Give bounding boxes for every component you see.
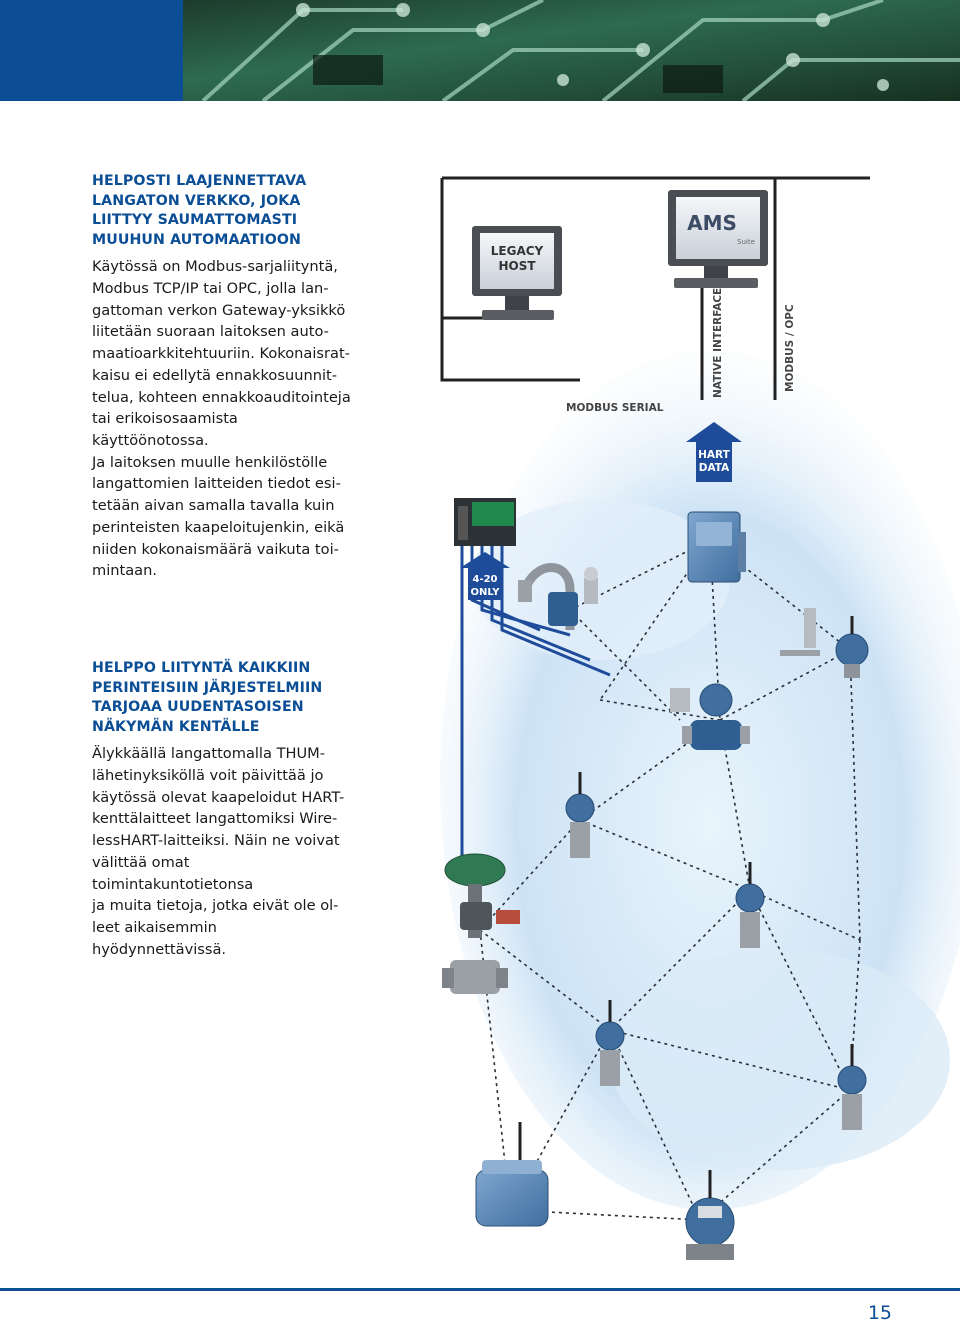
legacy-label-line1: LEGACY xyxy=(491,244,544,258)
section-heading: HELPOSTI LAAJENNETTAVA LANGATON VERKKO, … xyxy=(92,173,307,248)
section-body: Älykkäällä langattomalla THUM- lähetinyk… xyxy=(92,745,345,958)
loop-label-line2: ONLY xyxy=(471,587,501,598)
controller-device xyxy=(454,498,516,546)
hart-label-line1: HART xyxy=(698,449,731,461)
legacy-label-line2: HOST xyxy=(498,259,536,273)
probe-device xyxy=(780,608,820,656)
pressure-transmitter xyxy=(837,1065,867,1130)
loop-label-line1: 4-20 xyxy=(472,574,497,585)
section-wireless-network: HELPOSTI LAAJENNETTAVA LANGATON VERKKO, … xyxy=(92,172,352,582)
ams-suite-text: Suite xyxy=(737,238,755,246)
wireless-adapter-box xyxy=(475,1160,549,1227)
header-banner xyxy=(0,0,960,101)
ams-suite-monitor: AMS Suite xyxy=(668,190,768,288)
circuit-board-photo xyxy=(183,0,960,101)
wireless-network-diagram: LEGACY HOST AMS Suite MODBUS SERIAL NATI… xyxy=(440,176,960,1260)
banner-blue-block xyxy=(0,0,183,101)
section-legacy-integration: HELPPO LIITYNTÄ KAIKKIIN PERINTEISIIN JÄ… xyxy=(92,659,352,960)
hart-label-line2: DATA xyxy=(699,462,730,474)
native-interface-label: NATIVE INTERFACE xyxy=(712,288,724,398)
pressure-transmitter xyxy=(735,883,765,948)
hart-data-arrow: HART DATA xyxy=(686,422,742,482)
legacy-host-monitor: LEGACY HOST xyxy=(472,226,562,320)
pressure-transmitter xyxy=(595,1021,625,1086)
pressure-transmitter xyxy=(565,793,595,858)
ams-logo: AMS xyxy=(687,211,737,235)
section-heading: HELPPO LIITYNTÄ KAIKKIIN PERINTEISIIN JÄ… xyxy=(92,660,323,735)
level-transmitter xyxy=(685,1197,735,1260)
wireless-gateway xyxy=(687,511,746,583)
page-number: 15 xyxy=(867,1302,892,1324)
section-body: Käytössä on Modbus-sarjaliityntä, Modbus… xyxy=(92,258,351,580)
modbus-serial-label: MODBUS SERIAL xyxy=(566,402,664,414)
modbus-opc-label: MODBUS / OPC xyxy=(784,304,796,392)
pressure-gauge-device xyxy=(584,567,598,604)
wireless-cloud xyxy=(440,350,960,1210)
magnetic-flowmeter xyxy=(682,683,750,750)
4-20-only-arrow: 4-20 ONLY xyxy=(460,552,510,600)
flowmeter-device xyxy=(518,563,578,630)
wireless-antennas xyxy=(518,616,854,1198)
footer-rule xyxy=(0,1288,960,1291)
control-valve xyxy=(442,853,520,994)
field-devices xyxy=(442,563,869,1260)
vortex-device xyxy=(670,688,690,712)
